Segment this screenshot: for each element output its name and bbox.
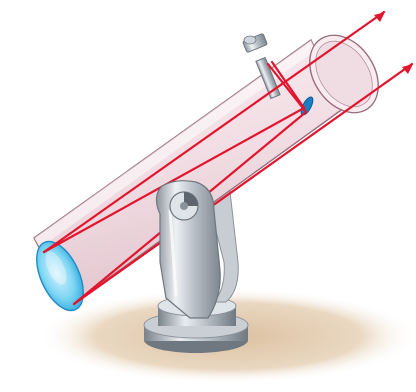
mount-icon — [156, 181, 220, 318]
